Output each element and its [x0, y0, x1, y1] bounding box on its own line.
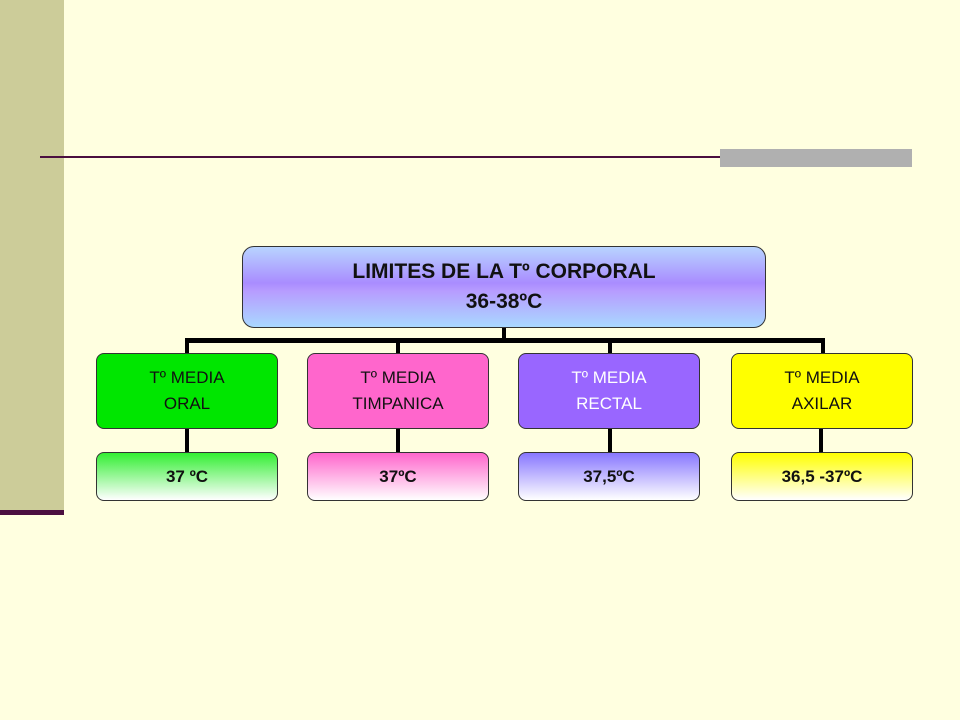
root-range: 36-38ºC [465, 290, 543, 313]
root-node: LIMITES DE LA Tº CORPORAL 36-38ºC [242, 246, 766, 328]
node-rectal-label2: RECTAL [576, 394, 642, 413]
connector-branch-2 [396, 338, 400, 354]
connector-branch-1 [185, 338, 189, 354]
node-timpanica: Tº MEDIA TIMPANICA [307, 353, 489, 429]
root-title: LIMITES DE LA Tº CORPORAL [352, 260, 656, 283]
connector-root-stem [502, 328, 506, 340]
title-divider-gray-block [720, 149, 912, 167]
leaf-axilar-text: 36,5 -37ºC [781, 466, 863, 486]
connector-leaf-2 [396, 429, 400, 453]
connector-branch-3 [608, 338, 612, 354]
node-rectal-label1: Tº MEDIA [571, 368, 647, 387]
connector-leaf-3 [608, 429, 612, 453]
node-timpanica-label2: TIMPANICA [352, 394, 444, 413]
node-timpanica-label1: Tº MEDIA [360, 368, 436, 387]
left-accent-line [0, 510, 64, 515]
node-axilar-label2: AXILAR [791, 394, 853, 413]
connector-horizontal [185, 338, 825, 343]
connector-leaf-4 [819, 429, 823, 453]
connector-leaf-1 [185, 429, 189, 453]
leaf-oral-text: 37 ºC [165, 466, 209, 486]
leaf-axilar-value: 36,5 -37ºC [731, 452, 913, 501]
connector-branch-4 [821, 338, 825, 354]
node-oral-label1: Tº MEDIA [149, 368, 225, 387]
leaf-rectal-text: 37,5ºC [583, 466, 635, 486]
leaf-oral-value: 37 ºC [96, 452, 278, 501]
leaf-rectal-value: 37,5ºC [518, 452, 700, 501]
node-rectal: Tº MEDIA RECTAL [518, 353, 700, 429]
left-decorative-bar [0, 0, 64, 512]
node-oral: Tº MEDIA ORAL [96, 353, 278, 429]
node-axilar: Tº MEDIA AXILAR [731, 353, 913, 429]
leaf-timpanica-value: 37ºC [307, 452, 489, 501]
leaf-timpanica-text: 37ºC [379, 466, 417, 486]
title-divider-line [40, 156, 912, 158]
node-axilar-label1: Tº MEDIA [784, 368, 860, 387]
node-oral-label2: ORAL [163, 394, 211, 413]
